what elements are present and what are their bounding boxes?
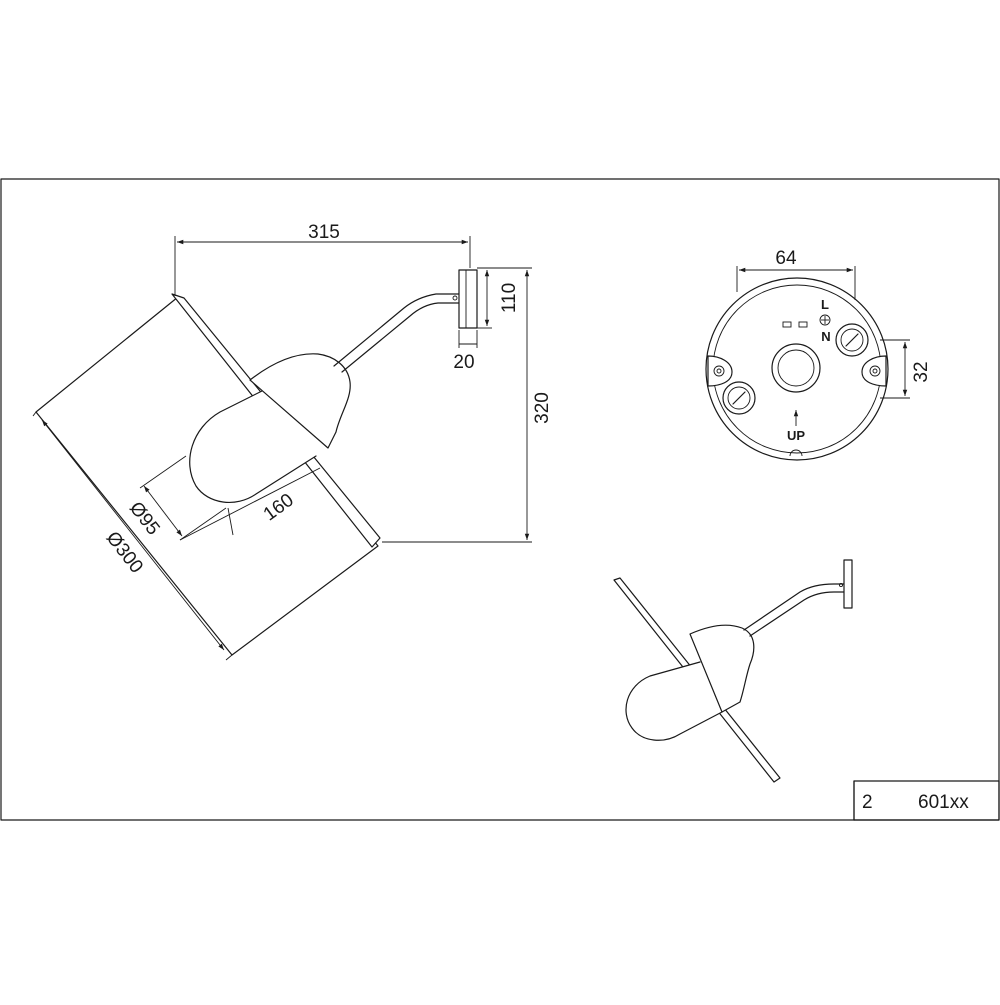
earth-icon [819,314,831,326]
cable-hole [771,343,821,393]
small-wall-plate [843,559,853,609]
dimension-label-110: 110 [499,283,520,313]
lamp-side-view [35,269,478,656]
title-model-number: 601xx [918,792,969,813]
lamp-small-view [613,559,853,783]
junction-box-view: L N UP [705,277,889,461]
dimension-110: 110 [477,267,532,329]
dimension-32: 32 [880,339,932,399]
lamp-arm [333,293,461,367]
dimension-label-64: 64 [775,248,797,269]
dimension-label-315: 315 [308,222,340,243]
small-lamp-holder [689,624,755,713]
dimension-label-320: 320 [532,392,553,424]
title-block: 2 601xx [853,780,1000,821]
wall-plate [458,269,478,329]
drawing-frame [0,178,1000,821]
label-live: L [821,297,829,312]
dimension-315: 315 [174,222,471,296]
label-neutral: N [821,329,830,344]
label-up: UP [787,428,805,443]
small-lamp-arm [743,583,847,631]
dimension-label-20: 20 [453,352,474,373]
lamp-holder [249,353,351,449]
lamp-arm-inner [341,302,461,373]
box-outer [705,277,889,461]
screw-bottom-left [722,381,756,415]
screw-top-right [835,323,869,357]
dimension-64: 64 [736,248,856,300]
dimension-label-32: 32 [911,361,932,382]
small-bulb [625,661,723,741]
dimension-320: 320 [382,270,553,543]
title-sheet-number: 2 [862,792,873,813]
dimension-20: 20 [453,330,478,373]
